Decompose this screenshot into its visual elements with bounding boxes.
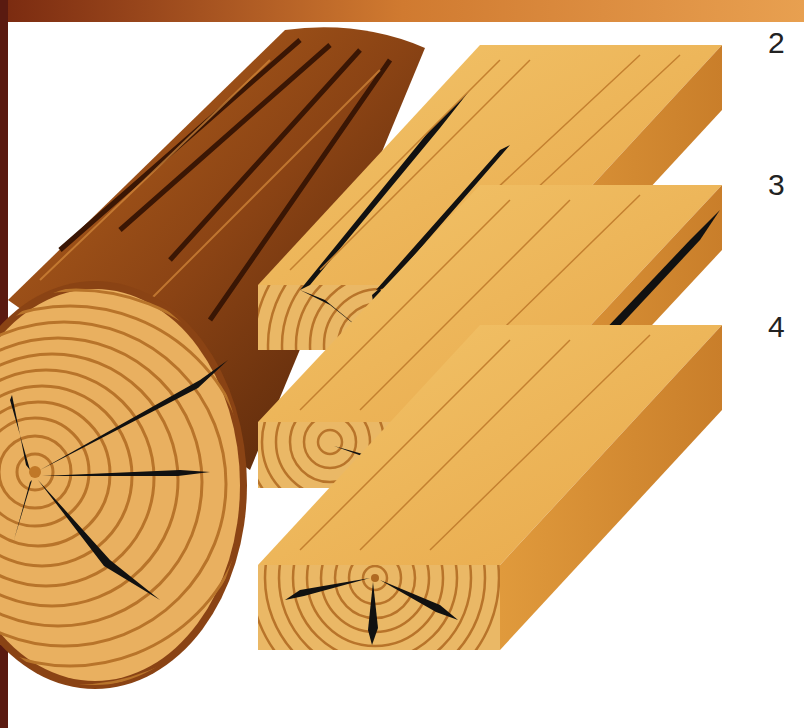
callout-number: 4	[768, 312, 785, 342]
callout-number: 2	[768, 28, 785, 58]
callout-number: 3	[768, 170, 785, 200]
